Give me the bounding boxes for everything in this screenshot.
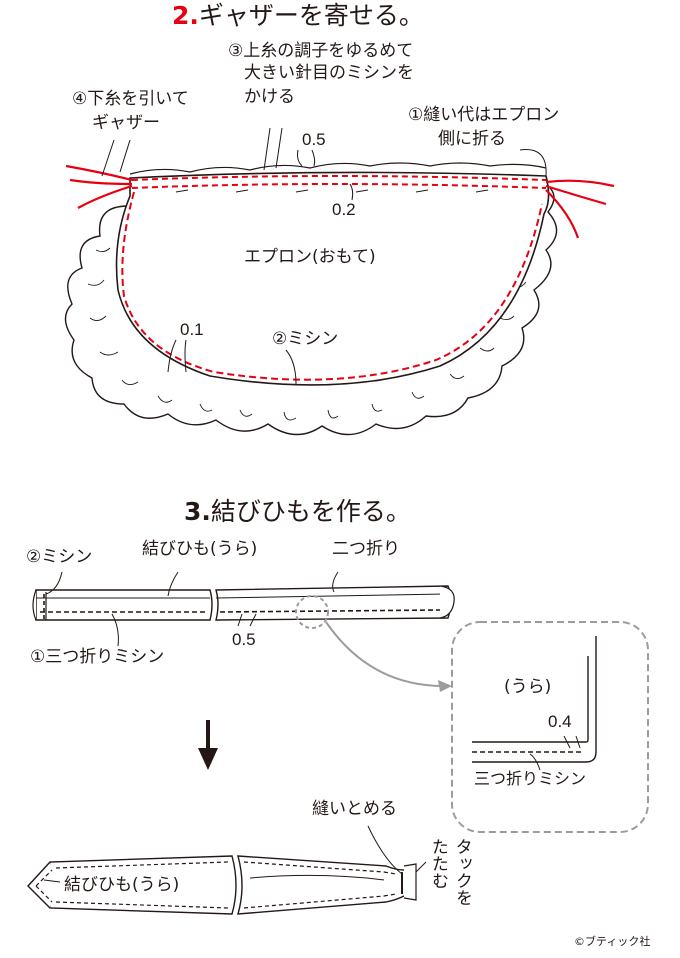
finished-tie-label: 結びひも(うら) xyxy=(64,875,180,895)
note1-line2: 側に折る xyxy=(438,129,506,149)
seam-allowance-fold-ticks xyxy=(175,189,489,193)
tie-strap-right-fold-edge xyxy=(215,593,447,599)
step2-leader-lines xyxy=(101,127,547,385)
zoom-detail-leaders xyxy=(529,735,581,771)
note3-line1: ③上糸の調子をゆるめて xyxy=(228,41,414,61)
thread-tails-right xyxy=(545,179,615,239)
triple-fold-stitch-label: ①三つ折りミシン xyxy=(30,647,165,667)
tuck-label-col2: たたむ xyxy=(427,838,448,889)
note1-line1: ①縫い代はエプロン xyxy=(408,105,560,125)
tuck-label-col1: タックを xyxy=(451,838,472,906)
note3-line3: かける xyxy=(244,87,295,107)
finished-tie-point xyxy=(27,861,51,909)
note4-line1: ④下糸を引いて xyxy=(72,89,189,109)
copyright-credit: ©ブティック社 xyxy=(574,935,651,948)
zoom-detail-fabric-edge xyxy=(472,636,597,763)
zoom-back-label: (うら) xyxy=(504,677,552,697)
step3b-leader-lines xyxy=(367,825,427,875)
zoom-stitch-label: 三つ折りミシン xyxy=(474,769,587,788)
note4-line2: ギャザー xyxy=(92,113,160,133)
dim-0-1: 0.1 xyxy=(180,320,204,339)
finished-tie-stitch-outline xyxy=(35,861,397,909)
zoom-arrow xyxy=(325,621,445,687)
step2-title: ギャザーを寄せる。 xyxy=(198,1,424,30)
step3-title: 結びひもを作る。 xyxy=(210,497,411,526)
step3-leader-lines xyxy=(45,571,339,647)
note3-line2: 大きい針目のミシンを xyxy=(244,63,414,83)
zoom-detail-box xyxy=(451,621,649,833)
tie-back-label: 結びひも(うら) xyxy=(142,539,258,559)
finished-tie-inner-fold xyxy=(43,874,385,883)
finished-tie-right-section xyxy=(237,855,413,915)
step2-heading: 2.ギャザーを寄せる。 xyxy=(172,1,424,31)
step2-number: 2. xyxy=(172,1,199,30)
tie-stitch2-label: ②ミシン xyxy=(26,547,93,567)
apron-label: エプロン(おもて) xyxy=(244,247,376,267)
sew-stop-label: 縫いとめる xyxy=(312,799,397,819)
zoom-target-circle xyxy=(295,595,329,629)
fold-in-half-label: 二つ折り xyxy=(332,539,400,559)
gathering-stitch-line-upper xyxy=(131,175,547,181)
tie-strap-triple-fold-stitch-right xyxy=(219,609,441,613)
gathering-stitch-line-lower xyxy=(131,183,547,189)
tie-strap-left-piece xyxy=(35,589,213,621)
step3-number: 3. xyxy=(184,497,211,526)
apron-body xyxy=(115,171,550,386)
dim-0-2: 0.2 xyxy=(332,200,356,219)
dim-0-5-top: 0.5 xyxy=(302,130,326,149)
ruffle-stitch-label: ②ミシン xyxy=(272,329,339,349)
thread-tails-left xyxy=(65,164,133,209)
ruffle-gather-marks xyxy=(87,217,539,421)
down-arrow-head xyxy=(198,748,218,770)
ruffle-attach-stitch-line xyxy=(121,191,543,381)
zoom-dim-0-4: 0.4 xyxy=(548,712,572,731)
step3-heading: 3.結びひもを作る。 xyxy=(184,497,411,527)
tie-dim-0-5: 0.5 xyxy=(232,630,256,649)
zoom-arrow-head xyxy=(438,680,452,692)
tie-strap-left-end-fold xyxy=(32,589,47,621)
finished-tie-tuck-end xyxy=(403,863,417,901)
apron-top-seam-allowance xyxy=(129,162,547,175)
tie-strap-right-end-tube xyxy=(439,585,455,619)
